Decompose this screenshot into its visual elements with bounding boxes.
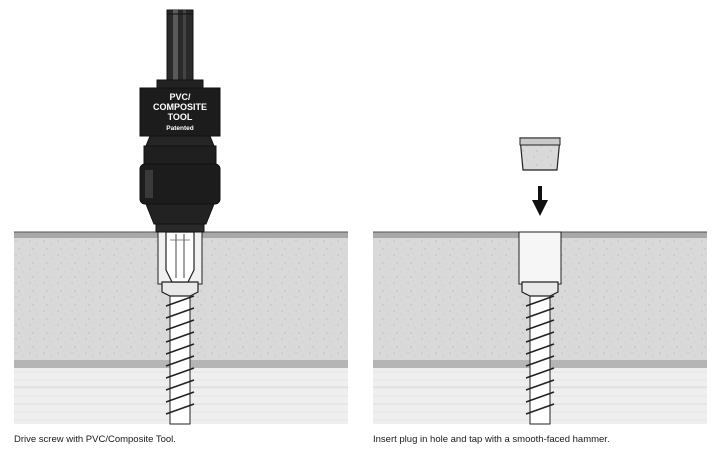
plug bbox=[519, 137, 561, 171]
screw-right bbox=[521, 281, 559, 425]
tool-label-line4: Patented bbox=[166, 125, 193, 132]
tool-label-line3: TOOL bbox=[168, 112, 193, 122]
down-arrow-icon bbox=[532, 186, 548, 216]
right-panel bbox=[373, 137, 707, 425]
screw-left bbox=[161, 281, 199, 425]
caption-insert-plug: Insert plug in hole and tap with a smoot… bbox=[373, 434, 610, 445]
tool-label-line2: COMPOSITE bbox=[153, 102, 207, 112]
tool-label-line1: PVC/ bbox=[169, 92, 191, 102]
left-panel: PVC/ COMPOSITE TOOL Patented bbox=[14, 9, 348, 425]
caption-drive-screw: Drive screw with PVC/Composite Tool. bbox=[14, 434, 176, 445]
driver-bit bbox=[165, 231, 195, 283]
pvc-composite-tool: PVC/ COMPOSITE TOOL Patented bbox=[139, 9, 221, 233]
